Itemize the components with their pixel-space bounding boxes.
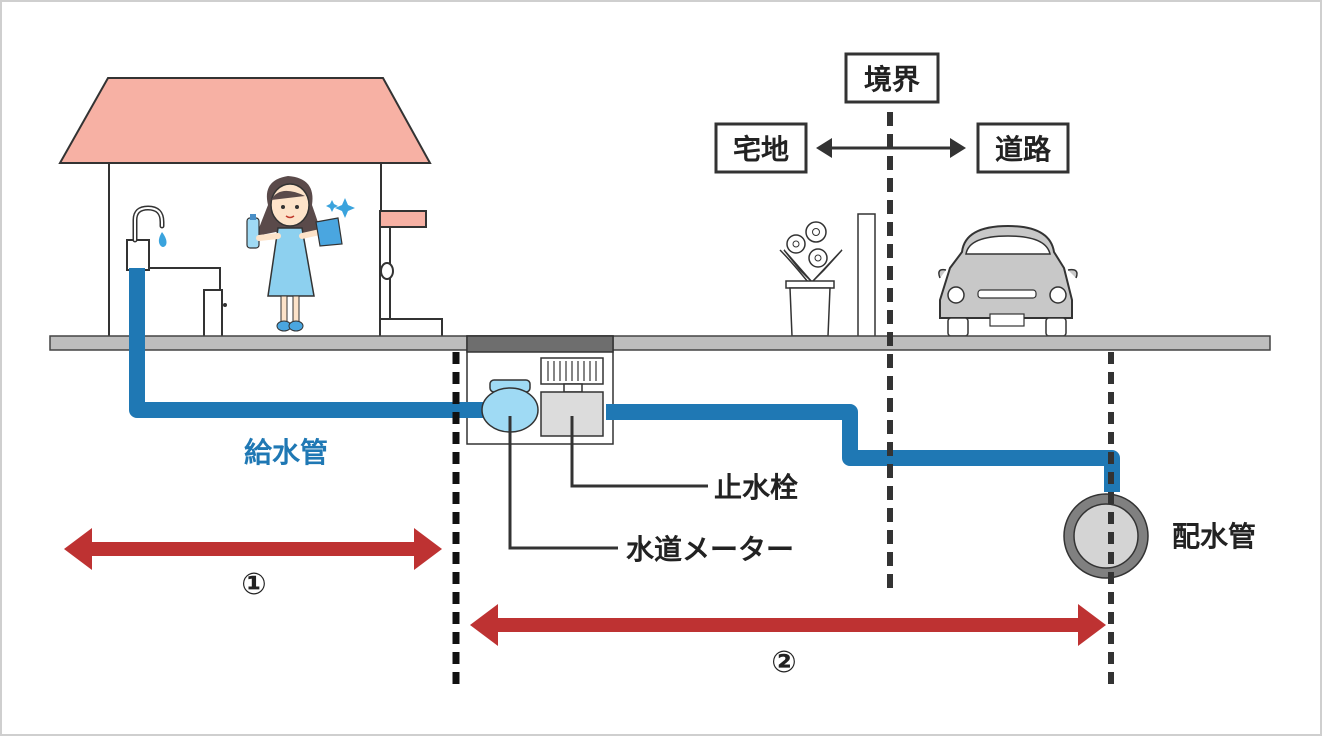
flower-pot-icon [779,221,843,337]
house-icon [58,77,443,339]
road-label-box [976,122,1070,174]
road-label: 道路 [995,133,1052,166]
water-meter-label: 水道メーター [626,533,794,566]
door-step [379,318,443,339]
boundary-label: 境界 [864,63,920,96]
boundary-post [857,213,876,339]
distribution-main-label: 配水管 [1172,520,1256,553]
private-land-label: 宅地 [733,133,789,166]
section-1-label: ① [241,567,266,602]
section-2-label: ② [771,645,796,680]
distribution-main-pipe [1063,493,1149,579]
car-icon [938,224,1078,337]
meter-box-lid [466,335,614,353]
faucet-icon [126,205,167,271]
boundary-label-box [844,52,940,104]
direction-arrow [816,138,966,158]
water-meter-leader [508,416,618,550]
section-1-arrow [64,528,442,570]
door-canopy [379,210,427,228]
stop-valve-leader [570,416,708,488]
private-land-label-box [714,122,808,174]
roof [58,77,432,164]
water-meter-icon [481,379,539,433]
woman-cleaning-icon [246,176,355,332]
stop-valve-label: 止水栓 [714,471,798,504]
cabinet-door [203,289,223,339]
ground-surface [49,335,1271,351]
section-2-arrow [470,604,1106,646]
stop-valve-icon [540,357,604,437]
supply-pipe-label: 給水管 [244,436,328,469]
supply-pipe [129,268,1120,492]
